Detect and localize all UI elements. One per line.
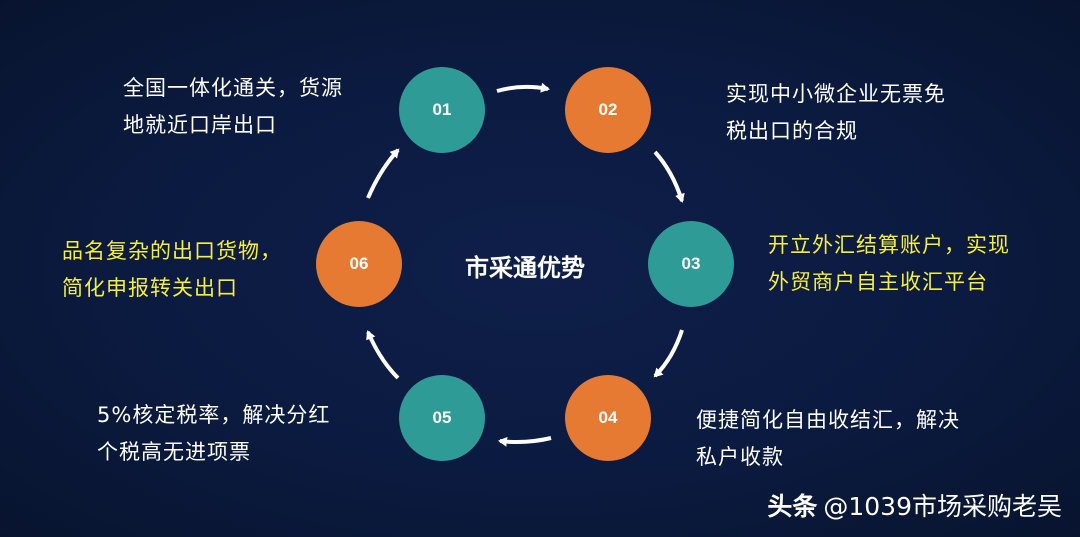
step-node-01: 01 xyxy=(399,67,485,153)
step-node-05: 05 xyxy=(399,375,485,461)
watermark-handle: @1039市场采购老吴 xyxy=(823,492,1062,521)
step-label-05: 05 xyxy=(432,408,452,427)
watermark-brand: 头条 xyxy=(767,492,818,521)
step-text-06: 品名复杂的出口货物， 简化申报转关出口 xyxy=(62,239,282,300)
step-node-06: 06 xyxy=(316,221,402,307)
step-text-04: 便捷简化自由收结汇，解决 私户收款 xyxy=(696,408,960,469)
arrow-05-to-06 xyxy=(366,330,400,380)
step-node-02: 02 xyxy=(565,67,651,153)
step-label-06: 06 xyxy=(349,254,369,273)
step-label-01: 01 xyxy=(432,100,452,119)
diagram-title: 市采通优势 xyxy=(465,254,585,282)
arrow-03-to-04 xyxy=(653,329,684,378)
step-label-04: 04 xyxy=(598,408,618,427)
step-node-03: 03 xyxy=(648,221,734,307)
step-label-02: 02 xyxy=(598,100,618,119)
step-text-01: 全国一体化通关，货源 地就近口岸出口 xyxy=(123,76,343,137)
step-node-04: 04 xyxy=(565,375,651,461)
watermark: 头条@1039市场采购老吴 xyxy=(767,487,1062,523)
arrow-02-to-03 xyxy=(653,150,685,203)
arrow-01-to-02 xyxy=(496,82,550,93)
step-text-05: 5%核定税率，解决分红 个税高无进项票 xyxy=(97,403,331,464)
step-text-02: 实现中小微企业无票免 税出口的合规 xyxy=(726,82,946,143)
arrow-06-to-01 xyxy=(366,148,400,199)
step-label-03: 03 xyxy=(681,254,701,273)
arrow-04-to-05 xyxy=(498,436,552,447)
step-text-03: 开立外汇结算账户，实现 外贸商户自主收汇平台 xyxy=(768,233,1010,294)
